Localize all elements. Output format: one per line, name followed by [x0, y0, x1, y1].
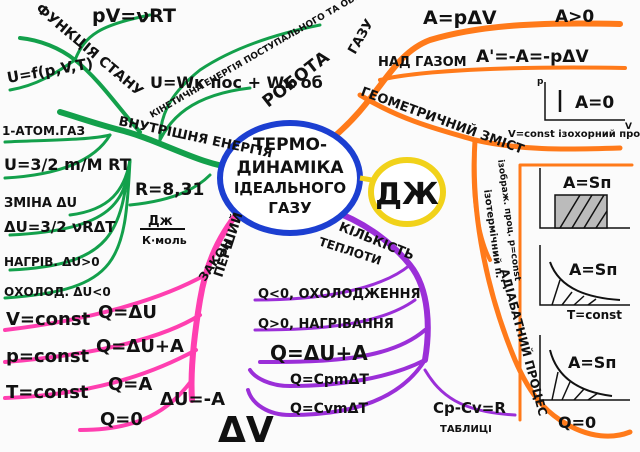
q-zero: Q=0: [100, 409, 143, 430]
graph4-as: A=Sп: [568, 353, 616, 372]
isochoric-label: V=const ізохорний проц.: [508, 129, 640, 140]
clapeyron-formula: pV=νRT: [92, 5, 176, 27]
graph1-a0: A=0: [575, 93, 614, 113]
green-branch-cool: [3, 158, 132, 300]
r-value: R=8,31: [135, 180, 204, 200]
p-const-q: Q=ΔU+A: [96, 336, 184, 357]
pink-main-curve: [188, 207, 243, 403]
q-zero-formula: ΔU=-A: [160, 389, 225, 410]
graph1-axis-v: V: [625, 122, 632, 132]
work-positive: A>0: [555, 7, 594, 27]
graph2-area: [554, 194, 608, 229]
orange-branch-over: [378, 65, 627, 82]
graph4-curve: [549, 349, 613, 397]
dzh-badge: ДЖ: [368, 157, 446, 227]
t-const-q: Q=A: [108, 374, 152, 395]
green-branch-heat: [8, 158, 132, 272]
green-branch-mono: [3, 133, 112, 144]
q-positive: Q>0, НАГРІВАННЯ: [258, 317, 394, 332]
heating-label: НАГРІВ. ΔU>0: [4, 255, 100, 269]
geometric-label: ГЕОМЕТРИЧНИЙ ЗМІСТ: [359, 84, 527, 158]
graph-isobaric: [539, 168, 630, 229]
center-node: ТЕРМО- ДИНАМІКА ІДЕАЛЬНОГО ГАЗУ: [217, 120, 363, 236]
green-branch-uf: [8, 58, 77, 92]
graph1-axes: [544, 82, 625, 121]
graph3-curve: [549, 261, 621, 301]
graph1-axis-p: p: [537, 77, 544, 87]
graph4-hatch: [551, 371, 599, 401]
purple-line-qfirst: [258, 328, 427, 364]
graph-adiabatic: [539, 335, 630, 401]
orange-branch-frame: [518, 163, 634, 422]
q-first-law: Q=ΔU+A: [270, 341, 368, 365]
over-gas-formula: A'=-A=-pΔV: [476, 47, 589, 67]
green-branch-u-sum: [158, 86, 252, 142]
badge-connector: [359, 175, 373, 183]
q-cv: Q=CvmΔT: [290, 401, 368, 417]
orange-branch: [327, 20, 634, 439]
u-sum-formula: U=Wк пос + Wк об: [150, 73, 323, 92]
r-units-bottom: К·моль: [142, 234, 187, 247]
change-label: ЗМІНА ΔU: [4, 196, 77, 211]
cp-cv: Cp-Cv=R: [433, 399, 506, 417]
over-gas-label: НАД ГАЗОМ: [378, 55, 467, 70]
center-line-1: ТЕРМО-: [253, 135, 327, 155]
orange-main-curve: [327, 20, 623, 143]
adiabatic-q0: Q=0: [558, 413, 596, 432]
green-branch-kinetic: [158, 23, 322, 142]
purple-line-cpcv: [423, 368, 517, 417]
green-branch-uformula: [3, 133, 112, 180]
v-const-q: Q=ΔU: [98, 302, 157, 323]
pink-line-v: [3, 273, 207, 332]
dzh-text: ДЖ: [375, 177, 439, 212]
v-const: V=const: [6, 309, 91, 330]
pink-branch: [3, 207, 243, 432]
adiabatic-label: АДІАБАТНИЙ ПРОЦЕС: [497, 267, 551, 418]
purple-line-qcv: [246, 358, 427, 418]
graph2-hatch: [559, 194, 608, 229]
dzh-ring: [368, 157, 446, 227]
gas-label: ГАЗУ: [345, 17, 377, 57]
tables-label: ТАБЛИЦІ: [440, 424, 492, 435]
cooling-label: ОХОЛОД. ΔU<0: [4, 285, 111, 299]
center-line-4: ГАЗУ: [268, 199, 312, 217]
graph2-as: A=Sп: [563, 173, 611, 192]
green-branch-clap: [73, 13, 152, 62]
center-line-2: ДИНАМІКА: [236, 158, 344, 178]
pink-line-q0: [78, 378, 194, 432]
graph3-as: A=Sп: [569, 260, 617, 279]
delta-u-formula: ΔU=3/2 νRΔT: [4, 218, 116, 236]
q-negative: Q<0, ОХОЛОДЖЕННЯ: [258, 287, 421, 302]
graph3-tconst: T=const: [567, 308, 622, 322]
green-branch-r: [128, 173, 212, 207]
delta-v-corner: ΔV: [218, 410, 274, 451]
u-formula: U=3/2 m/M RT: [4, 155, 131, 174]
u-function-formula: U=f(p,V,T): [6, 54, 95, 87]
pink-line-t: [3, 348, 198, 400]
work-formula: A=pΔV: [423, 7, 497, 29]
graph-isochoric: [544, 82, 625, 121]
t-const: T=const: [6, 382, 89, 403]
green-branch: [3, 13, 322, 300]
mono-gas-label: 1-АТОМ.ГАЗ: [2, 124, 85, 138]
r-units-top: Дж: [148, 214, 173, 229]
pink-line-p: [3, 313, 202, 364]
purple-line-qcp: [248, 358, 427, 389]
q-cp: Q=CpmΔT: [290, 372, 369, 388]
graph3-axes: [539, 245, 630, 306]
p-const: p=const: [6, 346, 90, 367]
graph4-axes: [539, 335, 630, 401]
center-line-3: ІДЕАЛЬНОГО: [234, 179, 346, 197]
graph3-hatch: [551, 279, 597, 306]
purple-branch: [246, 207, 517, 418]
green-main-curve: [57, 109, 239, 171]
graph-isothermal: [539, 245, 630, 306]
purple-line-qpos: [253, 298, 417, 332]
purple-line-qneg: [253, 263, 412, 302]
